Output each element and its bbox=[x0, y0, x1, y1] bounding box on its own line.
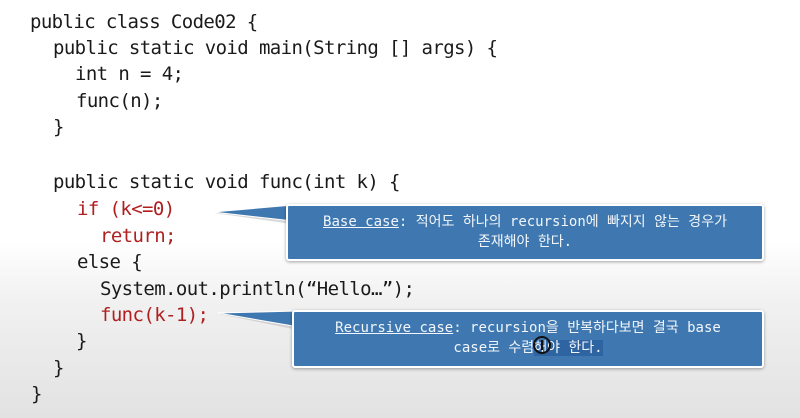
base-callout-pointer bbox=[212, 204, 294, 222]
base-callout-text: : 적어도 하나의 recursion에 빠지지 않는 경우가 bbox=[398, 214, 727, 230]
recursive-callout-line2-text: case로 수렴 bbox=[453, 340, 535, 356]
recursive-case-term: Recursive case bbox=[335, 320, 454, 336]
base-case-term: Base case bbox=[323, 214, 399, 230]
code-line-main-decl: public static void main(String [] args) … bbox=[53, 37, 498, 59]
code-line-println: System.out.println(“Hello…”); bbox=[100, 278, 415, 300]
base-callout-line2: 존재해야 한다. bbox=[477, 234, 573, 250]
code-line-int-n: int n = 4; bbox=[75, 63, 184, 85]
code-line-else: else { bbox=[77, 251, 143, 273]
code-line-close-main: } bbox=[53, 116, 64, 138]
code-line-func-decl: public static void func(int k) { bbox=[53, 171, 400, 193]
recursive-callout-text: : recursion을 반복하다보면 결국 base bbox=[453, 320, 721, 336]
recursive-case-callout: Recursive case: recursion을 반복하다보면 결국 bas… bbox=[292, 310, 764, 368]
code-line-recursive-call: func(k-1); bbox=[100, 304, 209, 326]
code-line-class-decl: public class Code02 { bbox=[30, 11, 258, 33]
text-selection[interactable]: 해야 한다. bbox=[534, 340, 603, 356]
text-cursor-icon bbox=[533, 336, 551, 354]
base-callout-line1: Base case: 적어도 하나의 recursion에 빠지지 않는 경우가 bbox=[298, 212, 752, 232]
base-case-callout: Base case: 적어도 하나의 recursion에 빠지지 않는 경우가… bbox=[286, 204, 764, 261]
code-line-call-func: func(n); bbox=[76, 90, 163, 112]
code-line-close-func: } bbox=[53, 357, 64, 379]
recursive-callout-pointer bbox=[217, 310, 300, 328]
recursive-callout-line2: case로 수렴해야 한다. bbox=[304, 338, 752, 358]
code-line-close-else: } bbox=[76, 330, 87, 352]
code-line-if-base: if (k<=0) bbox=[77, 198, 175, 220]
code-line-return: return; bbox=[100, 225, 176, 247]
recursive-callout-line1: Recursive case: recursion을 반복하다보면 결국 bas… bbox=[304, 318, 752, 338]
code-line-close-class: } bbox=[31, 383, 42, 405]
